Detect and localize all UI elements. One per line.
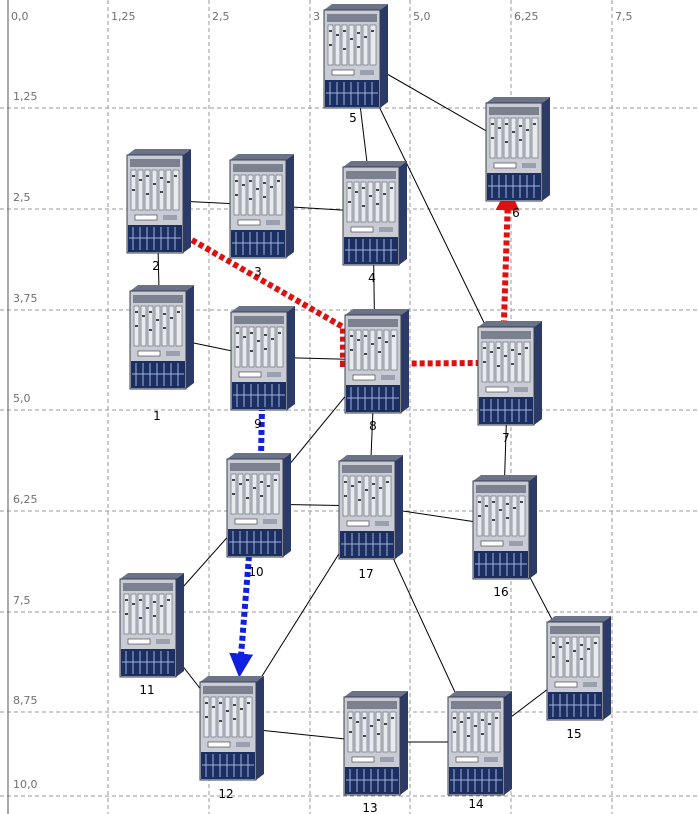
node-label: 5 xyxy=(349,111,357,125)
node-label: 2 xyxy=(152,259,160,273)
router-node-6[interactable] xyxy=(485,96,551,202)
router-node-10[interactable] xyxy=(226,452,292,558)
router-node-4[interactable] xyxy=(342,160,408,266)
axis-ticks: 0,0 1,25 2,5 3 5,0 6,25 7,5 1,25 2,5 3,75 5,0 6,25 7… xyxy=(11,10,633,791)
x-tick-label: 0,0 xyxy=(11,10,29,23)
router-icon xyxy=(485,96,551,202)
y-tick-label: 3,75 xyxy=(13,292,38,305)
router-icon xyxy=(343,690,409,796)
router-node-1[interactable] xyxy=(129,284,195,390)
router-node-14[interactable] xyxy=(447,690,513,796)
node-label: 8 xyxy=(369,419,377,433)
node-label: 16 xyxy=(493,585,508,599)
route-path-blue-segment-2 xyxy=(229,555,254,678)
router-node-7[interactable] xyxy=(477,320,543,426)
router-node-8[interactable] xyxy=(344,308,410,414)
router-icon xyxy=(226,452,292,558)
router-icon xyxy=(129,284,195,390)
router-icon xyxy=(344,308,410,414)
x-tick-label: 3 xyxy=(313,10,320,23)
router-node-16[interactable] xyxy=(472,474,538,580)
highlighted-paths xyxy=(183,186,520,678)
router-node-3[interactable] xyxy=(229,153,295,259)
router-icon xyxy=(338,454,404,560)
route-path-blue-segment-1 xyxy=(258,405,265,459)
router-node-12[interactable] xyxy=(199,675,265,781)
y-tick-label: 6,25 xyxy=(13,493,38,506)
x-tick-label: 7,5 xyxy=(615,10,633,23)
node-label: 14 xyxy=(468,797,483,811)
router-node-13[interactable] xyxy=(343,690,409,796)
node-label: 4 xyxy=(368,271,376,285)
node-label: 12 xyxy=(218,787,233,801)
router-icon xyxy=(477,320,543,426)
y-tick-label: 1,25 xyxy=(13,90,38,103)
router-node-5[interactable] xyxy=(323,3,389,109)
x-tick-label: 5,0 xyxy=(413,10,431,23)
y-tick-label: 5,0 xyxy=(13,392,31,405)
x-tick-label: 1,25 xyxy=(111,10,136,23)
y-tick-label: 2,5 xyxy=(13,191,31,204)
router-node-17[interactable] xyxy=(338,454,404,560)
node-label: 15 xyxy=(566,727,581,741)
node-label: 11 xyxy=(139,683,154,697)
router-icon xyxy=(447,690,513,796)
node-label: 17 xyxy=(358,567,373,581)
router-node-11[interactable] xyxy=(119,572,185,678)
router-icon xyxy=(342,160,408,266)
node-label: 3 xyxy=(254,265,262,279)
x-tick-label: 2,5 xyxy=(212,10,230,23)
router-icon xyxy=(230,305,296,411)
node-label: 1 xyxy=(153,409,161,423)
router-icon xyxy=(323,3,389,109)
router-icon xyxy=(199,675,265,781)
router-icon xyxy=(472,474,538,580)
node-label: 6 xyxy=(512,206,520,220)
router-node-15[interactable] xyxy=(546,615,612,721)
node-label: 13 xyxy=(362,801,377,814)
router-icon xyxy=(546,615,612,721)
node-label: 9 xyxy=(254,417,262,431)
y-tick-label: 8,75 xyxy=(13,694,38,707)
router-icon xyxy=(229,153,295,259)
router-node-2[interactable] xyxy=(126,148,192,254)
x-tick-label: 6,25 xyxy=(514,10,539,23)
y-tick-label: 7,5 xyxy=(13,594,31,607)
router-icon xyxy=(119,572,185,678)
y-tick-label: 10,0 xyxy=(13,778,38,791)
router-icon xyxy=(126,148,192,254)
node-label: 10 xyxy=(248,565,263,579)
router-node-9[interactable] xyxy=(230,305,296,411)
node-label: 7 xyxy=(502,431,510,445)
